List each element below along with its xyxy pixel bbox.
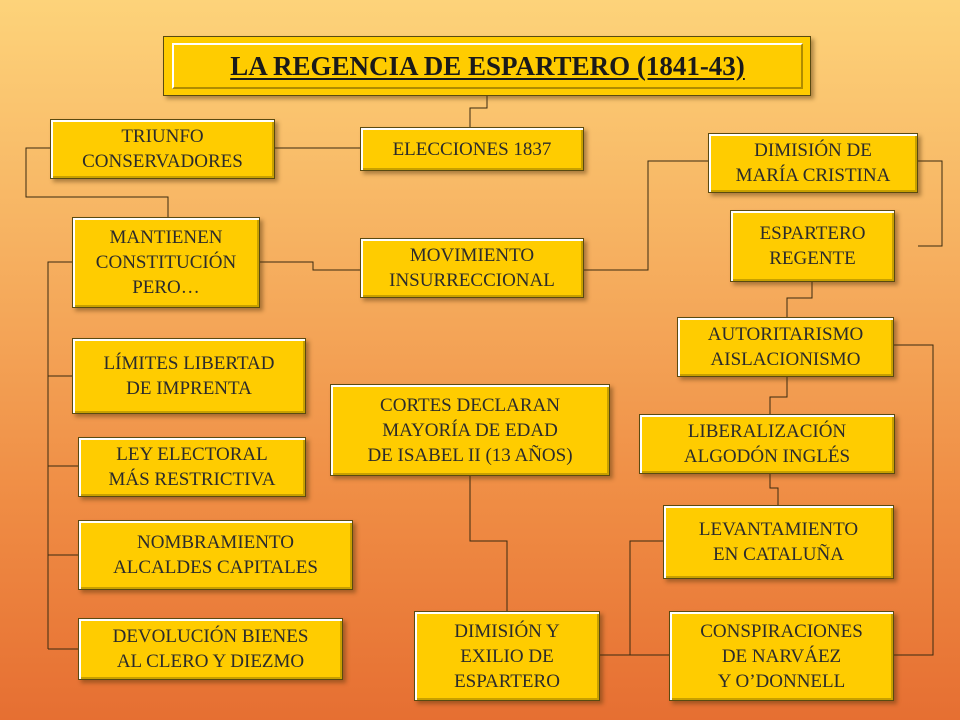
node-triunfo-conservadores: TRIUNFO CONSERVADORES — [50, 119, 275, 179]
connector-mantienen-movimiento — [260, 261, 360, 271]
node-nombramiento-alcaldes: NOMBRAMIENTO ALCALDES CAPITALES — [78, 520, 353, 590]
connector-triunfo-mantienen — [25, 147, 169, 217]
node-dimision-maria-cristina: DIMISIÓN DE MARÍA CRISTINA — [708, 133, 918, 193]
connector-mantienen-list — [47, 261, 72, 649]
connector-autoritarismo-liberalizacion — [769, 377, 788, 414]
node-elecciones-1837: ELECCIONES 1837 — [360, 127, 584, 171]
node-levantamiento-cataluna: LEVANTAMIENTO EN CATALUÑA — [663, 505, 894, 579]
connector-movimiento-dimision — [584, 160, 708, 271]
connector-autoritarismo-conspiraciones — [894, 344, 934, 656]
node-autoritarismo-aislacionismo: AUTORITARISMO AISLACIONISMO — [677, 317, 894, 377]
node-movimiento-insurreccional: MOVIMIENTO INSURRECCIONAL — [360, 238, 584, 298]
node-dimision-exilio-espartero: DIMISIÓN Y EXILIO DE ESPARTERO — [414, 611, 600, 701]
connector-cortes-dimision — [469, 476, 508, 611]
node-mantienen-constitucion: MANTIENEN CONSTITUCIÓN PERO… — [72, 217, 260, 308]
connector-liberalizacion-levantamiento — [769, 474, 779, 505]
page-title: LA REGENCIA DE ESPARTERO (1841-43) — [172, 43, 803, 89]
connector-regente-autoritarismo — [786, 282, 813, 317]
connector-dimision-regente — [918, 160, 943, 247]
node-liberalizacion-algodon: LIBERALIZACIÓN ALGODÓN INGLÉS — [639, 414, 895, 474]
node-ley-electoral: LEY ELECTORAL MÁS RESTRICTIVA — [78, 437, 306, 497]
node-limites-libertad-imprenta: LÍMITES LIBERTAD DE IMPRENTA — [72, 338, 306, 414]
node-espartero-regente: ESPARTERO REGENTE — [730, 210, 895, 282]
connector-title-elecciones — [469, 96, 488, 127]
node-conspiraciones: CONSPIRACIONES DE NARVÁEZ Y O’DONNELL — [669, 611, 894, 701]
node-cortes-mayoria-edad: CORTES DECLARAN MAYORÍA DE EDAD DE ISABE… — [330, 384, 610, 476]
node-devolucion-bienes: DEVOLUCIÓN BIENES AL CLERO Y DIEZMO — [78, 618, 343, 680]
connector-levantamiento-dimision — [600, 540, 663, 656]
